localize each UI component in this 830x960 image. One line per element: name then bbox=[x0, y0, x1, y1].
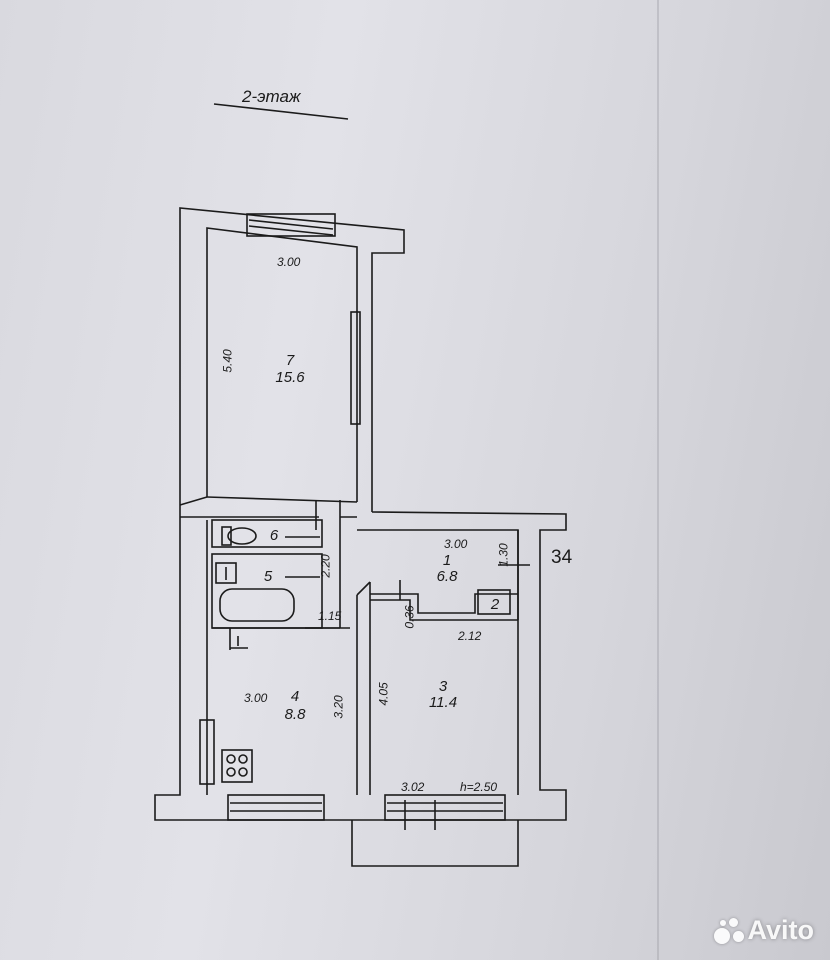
niche-label: 0.36 bbox=[402, 605, 417, 629]
room3-length-label: 4.05 bbox=[376, 682, 391, 706]
room7-number: 7 bbox=[285, 352, 295, 369]
kitchen-window bbox=[227, 794, 325, 821]
kitchen-length-label: 3.20 bbox=[331, 695, 346, 719]
balcony bbox=[351, 820, 519, 867]
room1-area: 6.8 bbox=[436, 568, 458, 585]
cooker bbox=[221, 749, 253, 783]
room7-window bbox=[246, 213, 336, 237]
room7-length-label: 5.40 bbox=[220, 349, 235, 373]
toilet bbox=[227, 527, 257, 545]
floor-title: 2-этаж bbox=[242, 87, 301, 106]
outside-number: 34 bbox=[551, 547, 573, 568]
room2-closet bbox=[477, 589, 511, 615]
title-underline bbox=[213, 103, 349, 120]
avito-logo-icon bbox=[713, 916, 744, 946]
hall-depth-label: 1.30 bbox=[496, 543, 511, 567]
room7-outer-wall bbox=[179, 207, 405, 512]
room7-width-label: 3.00 bbox=[277, 255, 301, 269]
room7-inner-wall bbox=[206, 227, 358, 502]
sink bbox=[215, 562, 237, 584]
ceiling-height-label: h=2.50 bbox=[460, 780, 498, 794]
paper-fold bbox=[657, 0, 659, 960]
avito-watermark-text: Avito bbox=[747, 915, 815, 945]
room6-wc bbox=[211, 519, 323, 548]
hall-width-label: 3.00 bbox=[444, 537, 468, 551]
room2-number: 2 bbox=[490, 596, 500, 613]
room5-number: 5 bbox=[263, 568, 273, 585]
room7-area: 15.6 bbox=[275, 369, 305, 386]
bathtub bbox=[219, 588, 295, 622]
room4-number: 4 bbox=[290, 688, 300, 705]
bath-width-label: 1.15 bbox=[318, 609, 342, 623]
avito-watermark: Avito bbox=[713, 915, 815, 946]
room3-width-label: 3.02 bbox=[401, 780, 425, 794]
kitchen-width-label: 3.00 bbox=[244, 691, 268, 705]
room7-wardrobe bbox=[350, 311, 361, 425]
closet-width-label: 2.12 bbox=[458, 629, 482, 643]
room3-area: 11.4 bbox=[428, 694, 458, 711]
room3-number: 3 bbox=[438, 678, 448, 695]
apartment-outer-wall bbox=[154, 505, 567, 821]
room4-area: 8.8 bbox=[284, 706, 306, 723]
room1-number: 1 bbox=[442, 552, 452, 569]
room5-bath bbox=[211, 553, 323, 629]
room3-window bbox=[384, 794, 506, 821]
room6-number: 6 bbox=[269, 527, 279, 544]
bath-length-label: 2.20 bbox=[318, 554, 333, 578]
